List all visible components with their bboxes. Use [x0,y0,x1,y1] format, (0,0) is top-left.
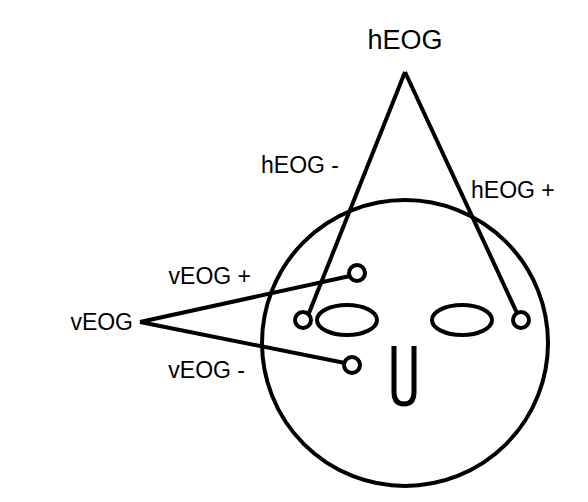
hEOG-minus-wire [309,72,405,313]
right-eye [432,305,492,335]
mouth [394,346,414,404]
signal-label: vEOG + [168,265,252,288]
signal-label: vEOG - [167,359,246,382]
electrode [513,312,529,328]
signal-label: hEOG - [260,154,340,177]
electrode [344,357,360,373]
head-outline [262,200,548,486]
electrode [295,312,311,328]
left-eye [317,305,377,335]
vEOG-minus-wire [140,322,345,363]
electrode [349,265,365,281]
signal-label: vEOG [69,311,134,334]
signal-label: hEOG + [470,179,556,202]
signal-label: hEOG [366,27,443,54]
